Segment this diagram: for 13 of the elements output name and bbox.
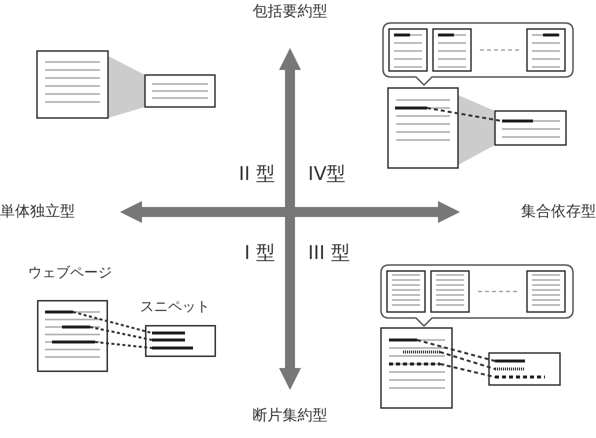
quadrant-label: I 型: [244, 244, 275, 263]
node-heading: スニペット: [140, 300, 210, 314]
quadrant-label: IV型: [308, 165, 346, 184]
quadrant-label: II 型: [238, 165, 275, 184]
axis-label: 集合依存型: [521, 204, 596, 219]
dashed-connector: [94, 341, 152, 349]
node-heading: ウェブページ: [28, 266, 112, 280]
axis-label: 包括要約型: [252, 4, 328, 19]
dashed-connector: [90, 326, 152, 341]
quadrant-label: III 型: [308, 244, 350, 263]
dashed-connector: [72, 311, 152, 334]
axis-label: 断片集約型: [252, 408, 328, 423]
axis-label: 単体独立型: [0, 204, 75, 219]
